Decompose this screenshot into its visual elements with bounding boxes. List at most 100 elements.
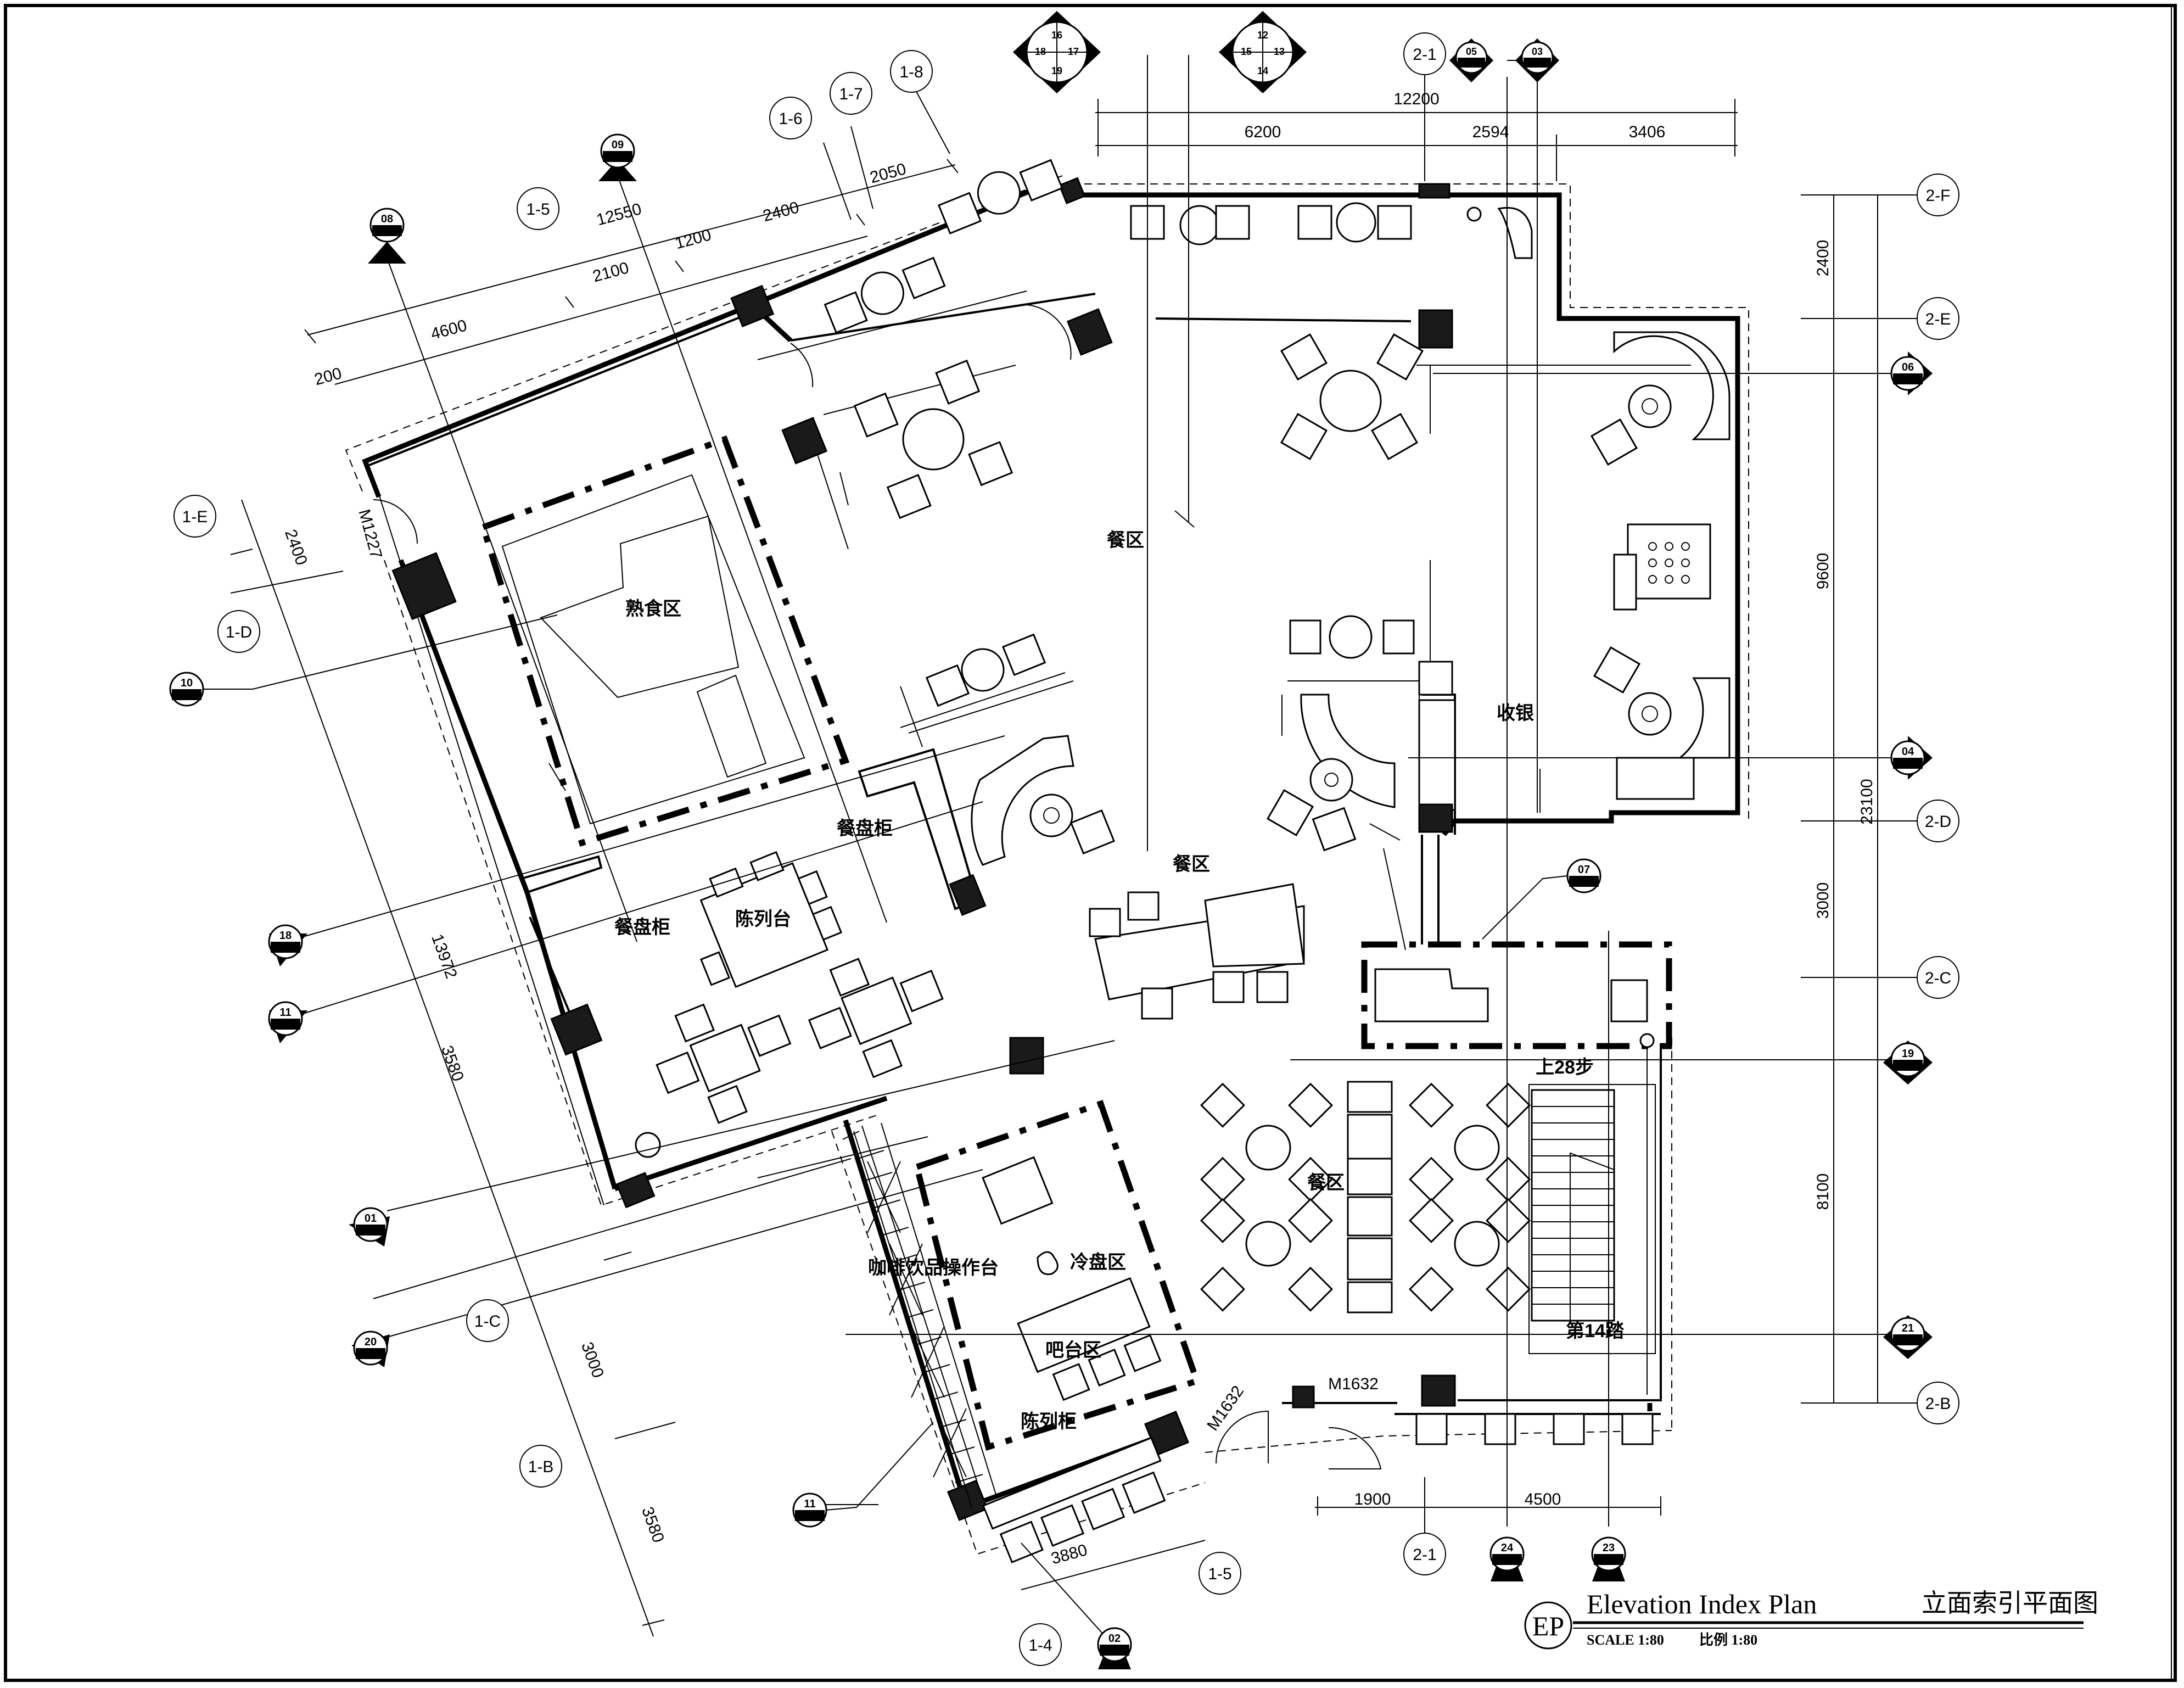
- index-tag-09: 09: [598, 133, 637, 181]
- svg-text:9600: 9600: [1814, 553, 1832, 590]
- label-dining-2: 餐区: [1173, 854, 1210, 875]
- svg-text:3580: 3580: [638, 1505, 668, 1545]
- title-block: EP Elevation Index Plan 立面索引平面图 SCALE 1:…: [1524, 1589, 2098, 1650]
- svg-text:4500: 4500: [1525, 1490, 1561, 1508]
- label-coffee-counter: 咖啡饮品操作台: [868, 1257, 999, 1278]
- index-tag-06: 06: [1890, 351, 1933, 395]
- svg-text:1-6: 1-6: [779, 110, 802, 128]
- svg-text:1-5: 1-5: [1208, 1565, 1231, 1583]
- grid-bubble-1-b: 1-B: [519, 1445, 562, 1488]
- svg-text:08: 08: [381, 213, 393, 225]
- svg-text:2100: 2100: [591, 259, 631, 286]
- title-symbol: [1524, 1601, 1572, 1650]
- svg-text:2-1: 2-1: [1413, 46, 1436, 64]
- right-wing-partitions: [1155, 317, 1691, 951]
- furniture: [635, 159, 1731, 1563]
- index-tag-20: 20: [351, 1331, 390, 1367]
- svg-text:09: 09: [612, 139, 624, 151]
- label-door-m1632-a: M1632: [1203, 1383, 1247, 1434]
- index-tag-11b: 11: [792, 1422, 934, 1528]
- svg-text:1900: 1900: [1354, 1490, 1391, 1508]
- grid-bubble-2-c: 2-C: [1917, 956, 1959, 999]
- svg-text:1-D: 1-D: [226, 623, 252, 641]
- index-tag-01: 01: [349, 1207, 390, 1247]
- svg-text:2-C: 2-C: [1925, 969, 1951, 987]
- quad-index-16-19: 16 18 17 19: [1013, 11, 1101, 93]
- svg-text:05: 05: [1466, 46, 1477, 57]
- svg-text:17: 17: [1068, 46, 1079, 57]
- svg-text:2400: 2400: [1814, 240, 1832, 277]
- label-door-m1632-b: M1632: [1328, 1375, 1379, 1393]
- svg-text:200: 200: [312, 364, 344, 389]
- label-tray-cabinet-1: 餐盘柜: [837, 818, 893, 839]
- hot-food-counters: [501, 474, 805, 825]
- index-tag-19: 19: [1883, 1041, 1933, 1085]
- svg-text:2-D: 2-D: [1925, 813, 1951, 831]
- svg-text:1200: 1200: [673, 226, 713, 253]
- label-display-cabinet: 陈列柜: [1021, 1411, 1077, 1432]
- index-tag-02: 02: [1097, 1627, 1132, 1669]
- scale-chinese: 比例 1:80: [1699, 1632, 1757, 1648]
- svg-text:19: 19: [1051, 65, 1062, 76]
- index-tag-18: 18: [268, 924, 307, 966]
- svg-text:12200: 12200: [1393, 90, 1439, 108]
- label-dining-1: 餐区: [1107, 530, 1144, 551]
- grid-bubble-1-7: 1-7: [830, 72, 872, 115]
- svg-text:07: 07: [1578, 864, 1590, 876]
- svg-text:1-B: 1-B: [528, 1458, 554, 1476]
- svg-text:18: 18: [279, 930, 292, 942]
- svg-text:06: 06: [1902, 361, 1914, 373]
- svg-text:3580: 3580: [438, 1043, 467, 1084]
- index-tag-23: 23: [1591, 1536, 1626, 1581]
- index-tag-07: 07: [1482, 858, 1601, 940]
- svg-text:18: 18: [1035, 46, 1046, 57]
- svg-text:2400: 2400: [281, 527, 311, 568]
- grid-bubble-1-5-top: 1-5: [517, 187, 559, 230]
- svg-text:1-4: 1-4: [1028, 1636, 1052, 1655]
- grid-bubble-2-1-top: 2-1: [1403, 32, 1446, 75]
- index-tag-11a: 11: [268, 1001, 307, 1043]
- svg-text:02: 02: [1108, 1633, 1121, 1645]
- label-cashier: 收银: [1497, 703, 1534, 724]
- label-door-m1227: M1227: [355, 507, 385, 561]
- svg-text:04: 04: [1902, 746, 1914, 758]
- svg-text:8100: 8100: [1814, 1173, 1832, 1210]
- svg-text:21: 21: [1902, 1322, 1914, 1334]
- grid-bubble-2-d: 2-D: [1917, 800, 1959, 842]
- svg-text:20: 20: [365, 1336, 377, 1348]
- zone-boundaries: [479, 435, 1672, 1451]
- svg-text:03: 03: [1532, 46, 1543, 57]
- index-tag-21: 21: [1883, 1315, 1933, 1359]
- label-hot-food: 熟食区: [625, 598, 681, 619]
- index-tag-04: 04: [1890, 736, 1933, 780]
- svg-text:3000: 3000: [1814, 882, 1832, 919]
- index-tag-08: 08: [368, 208, 406, 264]
- label-stairs-step: 第14踏: [1566, 1321, 1625, 1342]
- label-stairs-up: 上28步: [1536, 1057, 1594, 1078]
- label-bar: 吧台区: [1045, 1340, 1101, 1361]
- dimension-lines: [230, 55, 1922, 1653]
- svg-text:12: 12: [1257, 30, 1268, 41]
- index-tag-05: 05: [1449, 38, 1493, 82]
- sheet-border: [4, 4, 2177, 1682]
- grid-bubble-1-6: 1-6: [769, 97, 812, 139]
- svg-text:19: 19: [1902, 1048, 1914, 1060]
- svg-text:1-5: 1-5: [526, 200, 550, 219]
- index-tag-03: 03: [1515, 38, 1559, 82]
- grid-bubble-2-1-bottom: 2-1: [1403, 1533, 1446, 1575]
- svg-text:1-8: 1-8: [899, 63, 923, 81]
- index-tag-10: 10: [169, 672, 253, 707]
- label-tray-cabinet-2: 餐盘柜: [614, 917, 670, 938]
- svg-text:4600: 4600: [429, 316, 469, 343]
- svg-text:1-C: 1-C: [474, 1312, 501, 1331]
- svg-text:2-E: 2-E: [1925, 310, 1951, 328]
- svg-text:23: 23: [1603, 1542, 1615, 1554]
- svg-text:16: 16: [1051, 30, 1062, 41]
- svg-text:2-1: 2-1: [1413, 1546, 1436, 1564]
- doors: [373, 304, 1382, 1469]
- grid-bubble-1-8: 1-8: [890, 50, 933, 93]
- label-dining-3: 餐区: [1307, 1172, 1345, 1193]
- label-cold-dish: 冷盘区: [1070, 1252, 1126, 1273]
- grid-bubble-1-e: 1-E: [173, 495, 216, 538]
